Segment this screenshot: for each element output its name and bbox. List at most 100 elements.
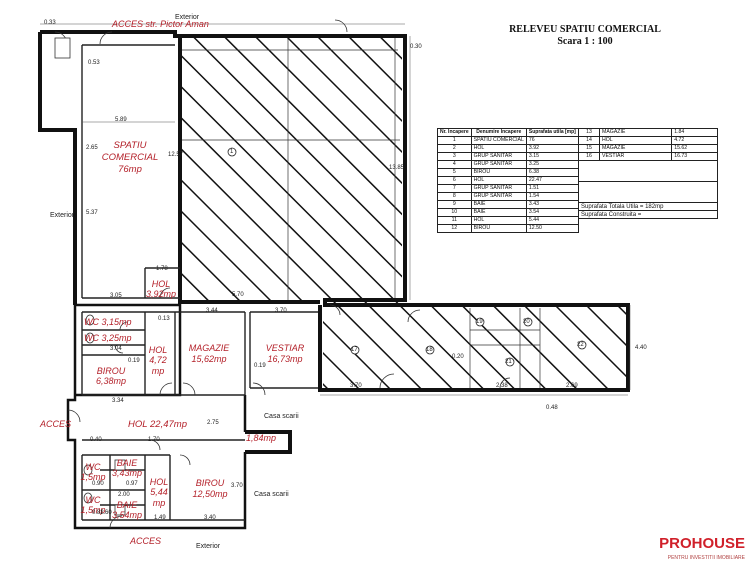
hatched-zone-lower	[323, 305, 627, 389]
table-cell: SPATIU COMERCIAL	[470, 136, 527, 145]
table-cell: 12.50	[525, 224, 579, 233]
dim-label: 0.97	[126, 481, 138, 487]
table-cell: 1.84	[671, 128, 718, 137]
dim-label: 2.75	[207, 420, 219, 426]
table-cell: 1.51	[525, 184, 579, 193]
dim-label: 1.70	[148, 437, 160, 443]
room-birou2: BIROU 12,50mp	[192, 478, 228, 499]
stair-label-upper: Casa scarii	[264, 413, 299, 420]
dim-label: 3.44	[206, 308, 218, 314]
table-cell: MAGAZIE	[598, 144, 673, 153]
table-cell: 5	[437, 168, 472, 177]
room-magazie: MAGAZIE 15,62mp	[188, 343, 230, 364]
table-cell: GRUP SANITAR	[470, 184, 527, 193]
table-cell: 12	[437, 224, 472, 233]
room-hol-small: HOL 4,72 mp	[148, 345, 168, 376]
dim-label: 2.69	[566, 383, 578, 389]
table-cell: BAIE	[470, 208, 527, 217]
room-hol-top: HOL 3,92mp	[145, 279, 177, 299]
circle-number: 22	[577, 342, 584, 348]
table-cell: 22.47	[525, 176, 579, 185]
dim-label: 1.78	[156, 266, 168, 272]
dim-label: 3.34	[112, 398, 124, 404]
room-wc4: WC 1,5mp	[80, 495, 106, 516]
dim-label: 0.33	[44, 20, 56, 26]
circle-number: 21	[505, 359, 512, 365]
dim-label: 3.70	[350, 383, 362, 389]
table-header: Denumire Incapere	[470, 128, 527, 137]
access-label-bottom: ACCES	[130, 536, 162, 546]
table-cell: 13	[578, 128, 600, 137]
plan-title: RELEVEU SPATIU COMERCIAL	[509, 24, 661, 35]
room-vestiar: VESTIAR 16,73mp	[265, 343, 305, 364]
exterior-label-bottom: Exterior	[196, 543, 221, 550]
exterior-label-top: Exterior	[175, 14, 200, 21]
room-hol-main: HOL 22,47mp	[128, 419, 187, 430]
room-wc1: WC 3,15mp	[84, 317, 132, 327]
table-cell: 8	[437, 192, 472, 201]
table-cell: HOL	[470, 216, 527, 225]
room-stair-area: 1,84mp	[246, 433, 277, 443]
table-cell: 16.73	[671, 152, 718, 161]
hatched-zone-large	[180, 35, 402, 303]
room-baie2: BAIE 3,54mp	[111, 500, 143, 521]
access-label-left: ACCES	[40, 419, 72, 429]
dim-label: 0.48	[546, 405, 558, 411]
table-cell: 1.54	[525, 192, 579, 201]
room-table-left: Nr. Incapere Denumire Incapere Suprafata…	[437, 128, 579, 233]
table-cell: 3.92	[525, 144, 579, 153]
dim-label: 2.65	[86, 145, 98, 151]
table-cell: 11	[437, 216, 472, 225]
table-cell: MAGAZIE	[598, 128, 673, 137]
table-header: Suprafata utila [mp]	[525, 128, 579, 137]
dim-label: 12.57	[168, 152, 184, 158]
table-cell: 15.62	[671, 144, 718, 153]
room-hol-lower: HOL 5,44 mp	[149, 477, 169, 508]
circle-number: 17	[351, 347, 358, 353]
table-cell: 76	[525, 136, 579, 145]
table-cell: 5.44	[525, 216, 579, 225]
dim-label: 13.85	[389, 165, 405, 171]
dim-label: 0.82	[92, 510, 104, 516]
dim-label: 0.30	[410, 44, 422, 50]
table-cell: GRUP SANITAR	[470, 152, 527, 161]
table-cell: GRUP SANITAR	[470, 160, 527, 169]
prohouse-logo: PROHOUSE	[659, 535, 745, 552]
table-cell: 2	[437, 144, 472, 153]
table-cell: 7	[437, 184, 472, 193]
table-cell: VESTIAR	[598, 152, 673, 161]
dim-label: 3.70	[231, 483, 243, 489]
table-cell: 15	[578, 144, 600, 153]
room-baie1: BAIE 3,43mp	[111, 458, 143, 479]
total-built-area: Suprafata Construita =	[578, 210, 718, 219]
table-cell: 3.54	[525, 208, 579, 217]
room-wc3: WC 1,5mp	[80, 462, 106, 483]
dim-label: 0.90	[92, 481, 104, 487]
table-cell: 4.72	[671, 136, 718, 145]
room-wc2: WC 3,25mp	[84, 333, 132, 343]
table-cell: 3.15	[525, 152, 579, 161]
table-cell: 3.25	[525, 160, 579, 169]
table-cell: 3	[437, 152, 472, 161]
table-cell: 16	[578, 152, 600, 161]
dim-label: 3.05	[110, 293, 122, 299]
dim-label: 0.13	[158, 316, 170, 322]
dim-label: 1.60	[100, 510, 112, 516]
dim-label: 3.40	[204, 515, 216, 521]
exterior-label-left: Exterior	[50, 212, 75, 219]
